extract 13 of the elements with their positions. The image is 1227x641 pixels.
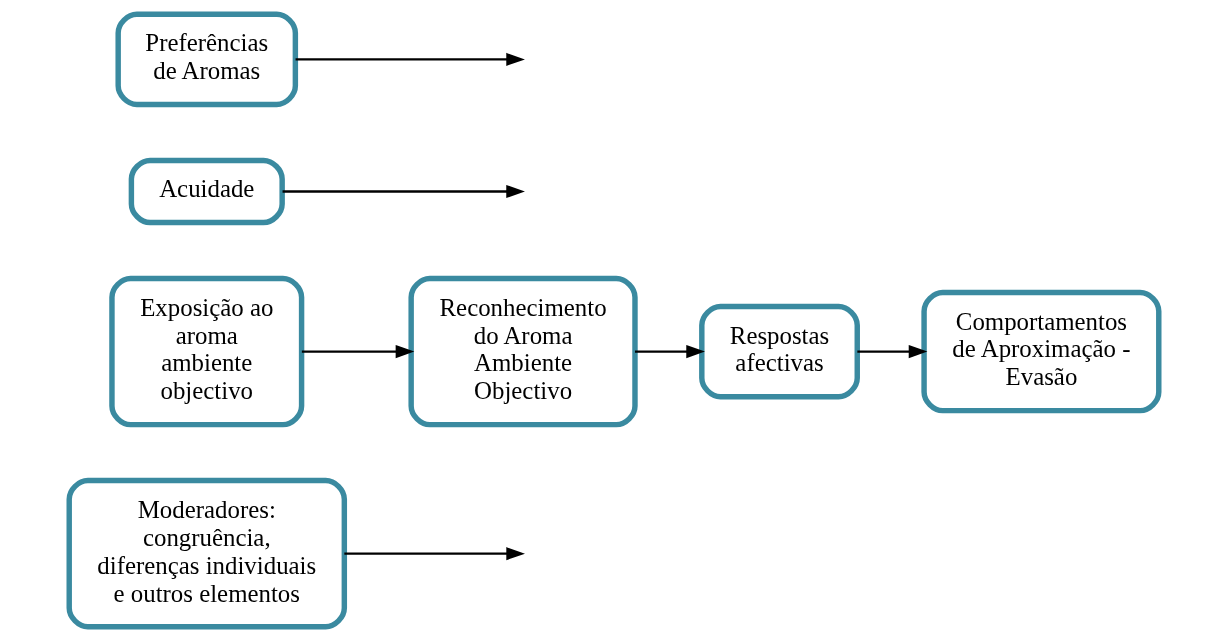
arrow xyxy=(295,52,525,66)
node-box: Reconhecimento do Aroma Ambiente Objectivo xyxy=(407,275,638,428)
arrow xyxy=(856,345,927,359)
arrow xyxy=(634,345,705,359)
node-box: Exposição ao aroma ambiente objectivo xyxy=(108,275,304,428)
node-box: Moderadores: congruência, diferenças individuais e outros elementos xyxy=(66,477,347,630)
node-box: Acuidade xyxy=(128,157,285,226)
node-box: Comportamentos de Aproximação - Evasão xyxy=(920,289,1161,414)
arrow xyxy=(282,184,525,199)
node-box: Respostas afectivas xyxy=(698,303,860,400)
arrow xyxy=(301,345,414,359)
arrow xyxy=(343,547,525,561)
node-box: Preferências de Aromas xyxy=(114,11,298,108)
